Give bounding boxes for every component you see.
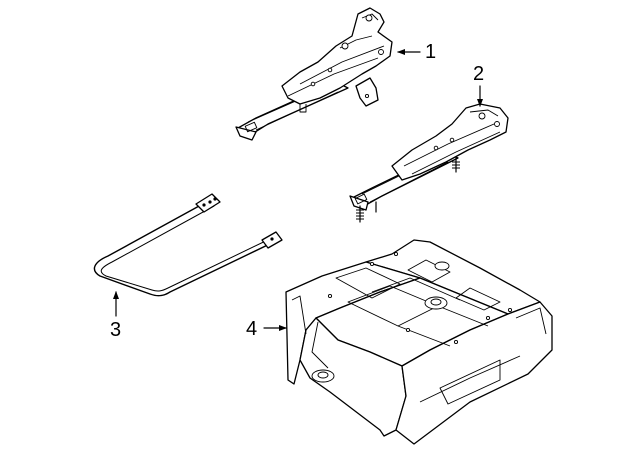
part-2-seat-track-adjuster: [349, 85, 509, 223]
part-4-seat-base: [263, 239, 553, 445]
callout-2: 2: [473, 63, 484, 85]
part-3-wire-frame: [93, 193, 283, 317]
callout-1: 1: [425, 41, 436, 63]
part-1-seat-track-adjuster: [235, 7, 421, 141]
callout-3: 3: [110, 319, 121, 341]
callout-4: 4: [246, 318, 257, 340]
